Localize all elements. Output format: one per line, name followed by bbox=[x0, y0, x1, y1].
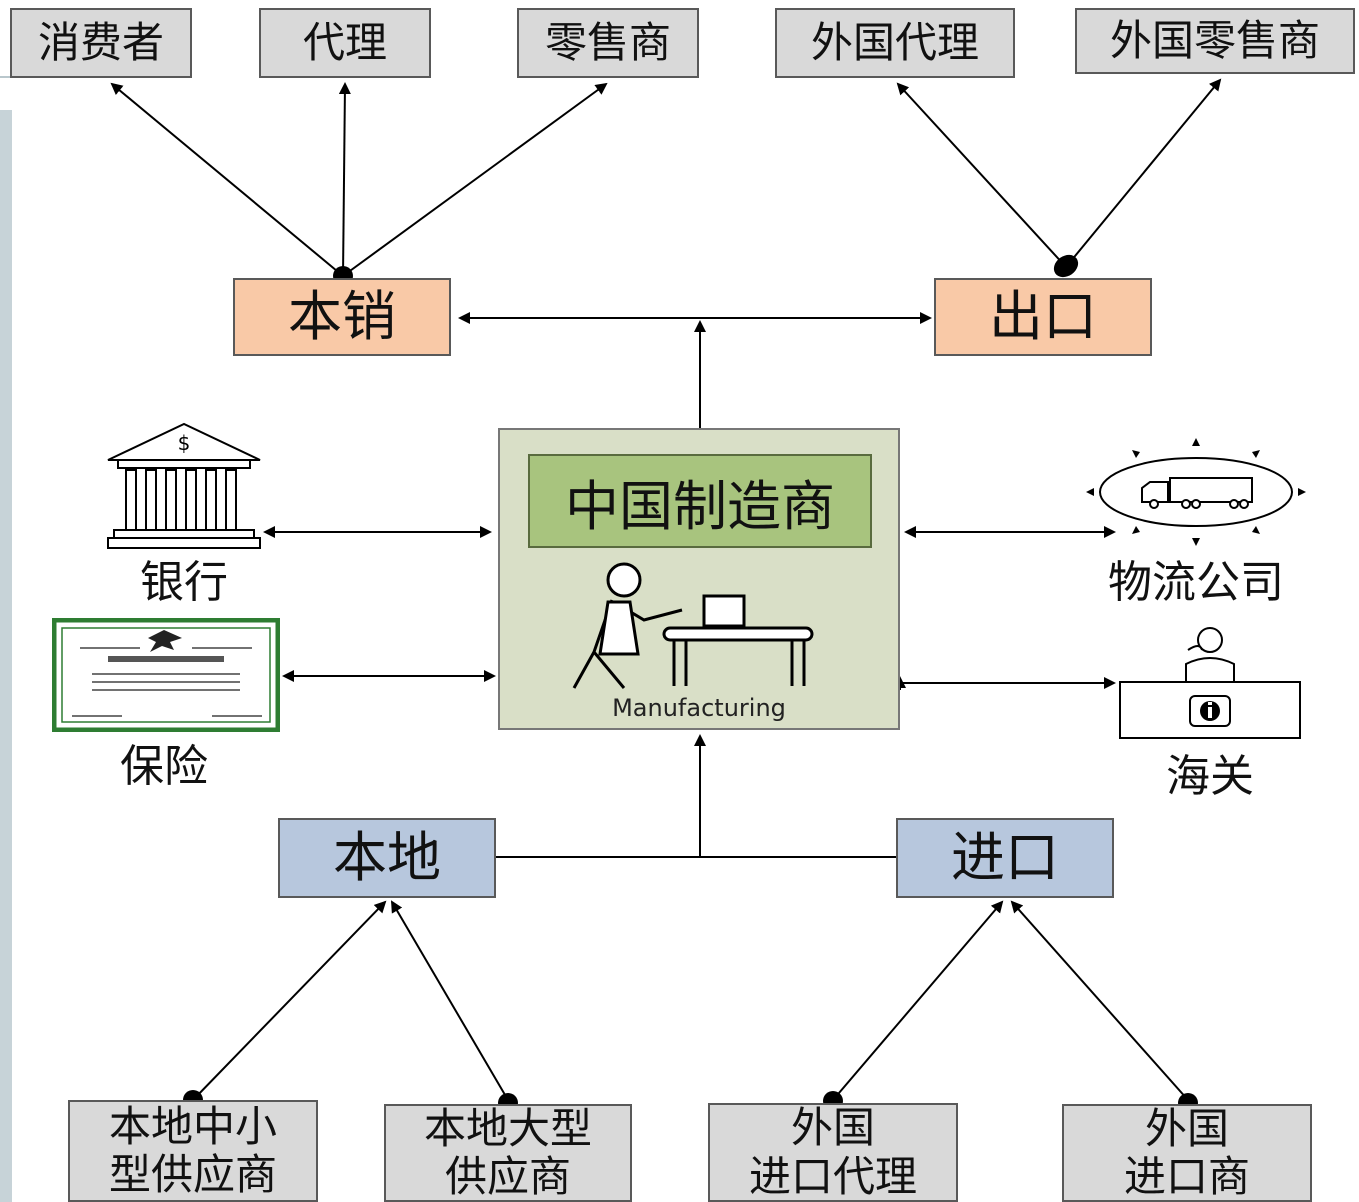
link-domestic-retailer bbox=[342, 82, 608, 277]
link-domestic-consumer bbox=[110, 82, 344, 277]
node-domestic-sales-label: 本销 bbox=[288, 284, 396, 348]
node-local-small-supplier: 本地中小 型供应商 bbox=[68, 1100, 318, 1202]
node-import-label: 进口 bbox=[951, 825, 1059, 889]
local-large-supplier-line2: 供应商 bbox=[444, 1152, 571, 1201]
node-agent-label: 代理 bbox=[302, 17, 387, 67]
node-domestic-sales: 本销 bbox=[233, 278, 451, 356]
node-chinese-manufacturer: 中国制造商 Manufacturing bbox=[498, 428, 900, 730]
node-consumer: 消费者 bbox=[10, 8, 192, 78]
link-importer bbox=[1010, 900, 1189, 1101]
link-large-supplier bbox=[390, 900, 509, 1101]
node-foreign-agent-label: 外国代理 bbox=[810, 17, 979, 67]
bank-label: 银行 bbox=[140, 557, 228, 608]
local-small-supplier-line2: 型供应商 bbox=[108, 1150, 277, 1199]
link-export-foreign-agent bbox=[896, 82, 1067, 268]
insurance-label: 保险 bbox=[120, 741, 208, 792]
foreign-import-agent-line2: 进口代理 bbox=[748, 1151, 917, 1201]
link-domestic-agent bbox=[338, 82, 351, 277]
bank-icon: $ bbox=[107, 422, 261, 549]
local-large-supplier-line1: 本地大型 bbox=[423, 1103, 592, 1153]
customs-officer-icon bbox=[1119, 627, 1301, 739]
node-local-large-supplier: 本地大型 供应商 bbox=[384, 1104, 632, 1202]
insurance-certificate-icon bbox=[52, 618, 280, 732]
link-import-agent bbox=[832, 900, 1004, 1101]
node-retailer: 零售商 bbox=[517, 8, 699, 78]
logistics-label: 物流公司 bbox=[1108, 557, 1284, 608]
manufacturer-title: 中国制造商 bbox=[528, 454, 872, 548]
node-foreign-retailer: 外国零售商 bbox=[1075, 8, 1355, 74]
link-export-foreign-retailer bbox=[1065, 78, 1222, 268]
node-foreign-retailer-label: 外国零售商 bbox=[1109, 15, 1320, 65]
foreign-importer-line2: 进口商 bbox=[1123, 1152, 1250, 1201]
node-import: 进口 bbox=[896, 818, 1114, 898]
node-export-label: 出口 bbox=[989, 284, 1097, 348]
local-small-supplier-line1: 本地中小 bbox=[108, 1101, 277, 1151]
foreign-import-agent-line1: 外国 bbox=[790, 1103, 875, 1153]
node-consumer-label: 消费者 bbox=[37, 17, 164, 67]
node-foreign-agent: 外国代理 bbox=[775, 8, 1015, 78]
slide-edge-bar bbox=[0, 110, 12, 1202]
node-local: 本地 bbox=[278, 818, 496, 898]
logistics-truck-icon bbox=[1086, 438, 1306, 546]
node-retailer-label: 零售商 bbox=[544, 17, 671, 67]
node-export: 出口 bbox=[934, 278, 1152, 356]
customs-label: 海关 bbox=[1166, 751, 1254, 802]
svg-text:$: $ bbox=[178, 431, 191, 455]
node-foreign-import-agent: 外国 进口代理 bbox=[708, 1103, 958, 1202]
worker-conveyor-icon bbox=[572, 562, 814, 689]
link-small-supplier bbox=[192, 900, 387, 1101]
node-foreign-importer: 外国 进口商 bbox=[1062, 1104, 1312, 1202]
node-agent: 代理 bbox=[259, 8, 431, 78]
node-local-label: 本地 bbox=[333, 825, 441, 889]
manufacturing-caption: Manufacturing bbox=[612, 694, 786, 722]
junction-export bbox=[1053, 254, 1079, 278]
foreign-importer-line1: 外国 bbox=[1144, 1103, 1229, 1153]
